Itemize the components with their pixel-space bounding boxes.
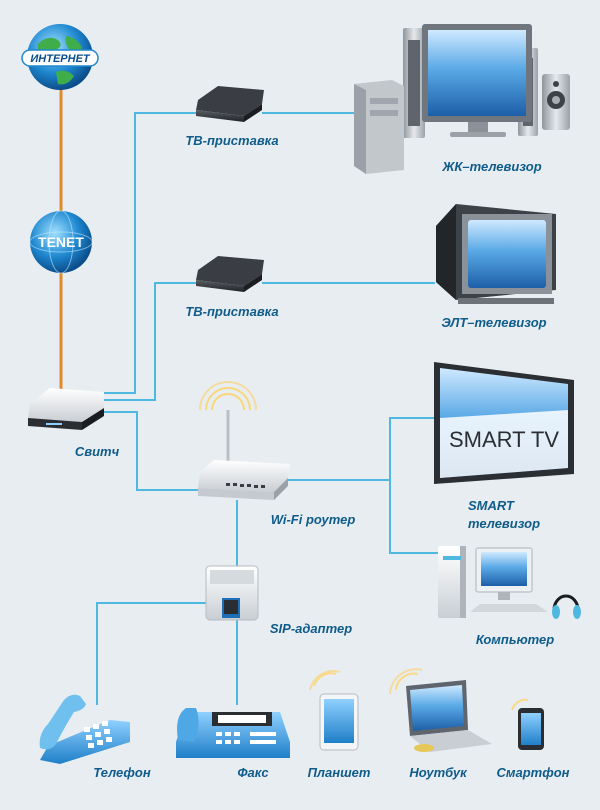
laptop bbox=[389, 668, 492, 752]
smart-tv-label-line1: SMART bbox=[468, 498, 514, 513]
sip-adapter bbox=[205, 565, 259, 621]
smart-tv-label-line2: телевизор bbox=[468, 516, 541, 531]
fax bbox=[176, 708, 290, 758]
sip-adapter-label: SIP-адаптер bbox=[269, 621, 353, 636]
sip-to-phone-link bbox=[96, 602, 208, 705]
crt-tv bbox=[436, 204, 556, 304]
smartphone bbox=[511, 698, 544, 750]
tablet bbox=[309, 670, 359, 751]
tenet-label: TENET bbox=[38, 234, 84, 250]
lcd-tv-label: ЖК–телевизор bbox=[442, 159, 542, 174]
tv-box-1 bbox=[196, 86, 264, 122]
switch-device bbox=[28, 388, 104, 430]
computer bbox=[438, 546, 581, 619]
switch-to-tvbox2-link bbox=[100, 282, 198, 401]
computer-label: Компьютер bbox=[475, 632, 555, 647]
smart-tv: SMART TV bbox=[434, 362, 574, 484]
switch-label: Свитч bbox=[74, 444, 120, 459]
tv-box-2-label: ТВ-приставка bbox=[185, 304, 279, 319]
connections bbox=[59, 80, 440, 705]
smart-tv-screen-logo: SMART TV bbox=[449, 427, 559, 452]
lcd-tv-tower bbox=[354, 80, 404, 174]
internet-label: ИНТЕРНЕТ bbox=[30, 53, 91, 65]
lcd-tv-subwoofer bbox=[542, 74, 570, 130]
wifi-router-label: Wi-Fi роутер bbox=[270, 512, 356, 527]
tv-box-2 bbox=[196, 256, 264, 292]
internet-globe: ИНТЕРНЕТ bbox=[21, 24, 99, 90]
smartphone-label: Смартфон bbox=[496, 765, 570, 780]
telephone bbox=[39, 694, 130, 764]
switch-to-tvbox1-link bbox=[100, 112, 198, 394]
lcd-tv-system bbox=[354, 24, 570, 174]
lcd-tv-left-speaker bbox=[403, 28, 425, 138]
wifi-router bbox=[198, 381, 290, 500]
phone-label: Телефон bbox=[93, 765, 151, 780]
laptop-label: Ноутбук bbox=[409, 765, 467, 780]
router-to-computer-link bbox=[389, 480, 440, 554]
tenet-provider-logo: TENET bbox=[29, 210, 93, 274]
crt-tv-label: ЭЛТ–телевизор bbox=[441, 315, 547, 330]
smart-tv-label: SMART телевизор bbox=[468, 497, 540, 533]
switch-to-router-link bbox=[100, 411, 200, 491]
tablet-label: Планшет bbox=[307, 765, 371, 780]
router-to-smarttv-link bbox=[288, 417, 437, 481]
fax-label: Факс bbox=[237, 765, 269, 780]
tv-box-1-label: ТВ-приставка bbox=[185, 133, 279, 148]
